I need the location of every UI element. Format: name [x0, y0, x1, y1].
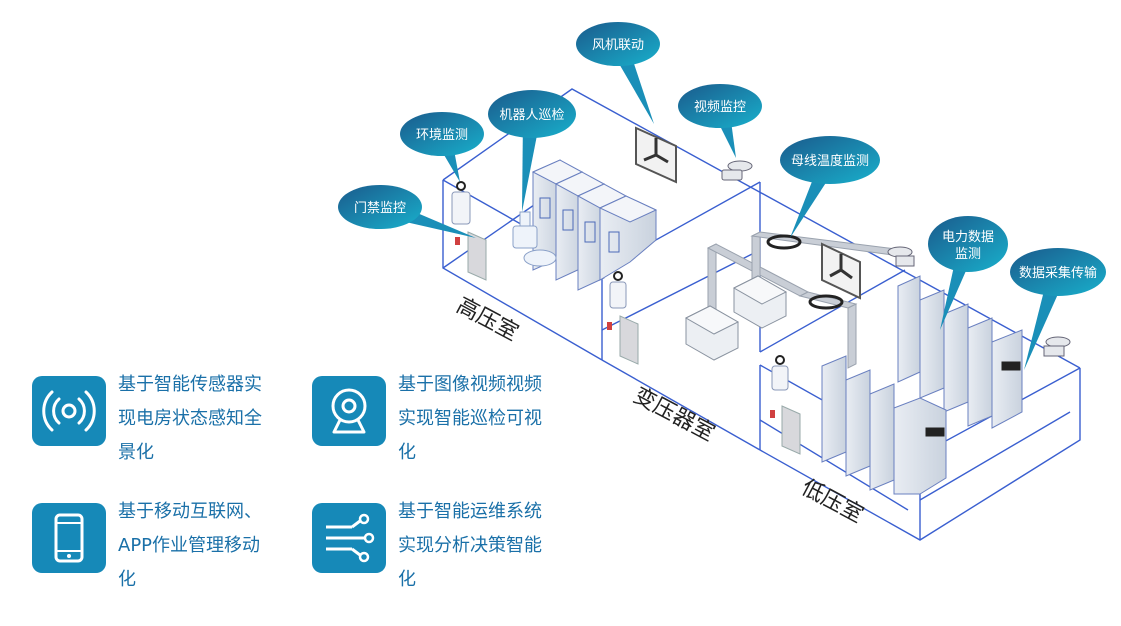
callout-fan-linkage: 风机联动 [576, 22, 660, 124]
callout-label: 机器人巡检 [499, 108, 564, 123]
hv-cabinet [598, 195, 658, 281]
lv-cabinet-row-front [821, 355, 947, 495]
lv-room-equipment [770, 355, 801, 455]
feature-icon-box [32, 376, 106, 446]
feature-text: 基于智能传感器实现电房状态感知全景化 [118, 374, 262, 463]
callout-bubble [338, 185, 422, 229]
callout-bubble [488, 90, 576, 138]
feature-text: 基于智能运维系统实现分析决策智能化 [398, 501, 542, 590]
hv-cabinet [576, 183, 628, 291]
callout-label: 门禁监控 [354, 201, 406, 216]
callout-label: 风机联动 [592, 38, 644, 53]
lv-cabinet-row-back [897, 275, 1023, 429]
feature-smart-ops: 基于智能运维系统实现分析决策智能化 [312, 501, 572, 593]
env-sensor [451, 181, 471, 225]
feature-icon-box [32, 503, 106, 573]
callout-label: 电力数据监测 [942, 230, 994, 262]
callout-access-control: 门禁监控 [338, 185, 476, 238]
feature-icon-box [312, 376, 386, 446]
feature-mobile-app: 基于移动互联网、APP作业管理移动化 [32, 501, 292, 593]
feature-icon-box [312, 503, 386, 573]
callout-busbar-temp: 母线温度监测 [780, 136, 880, 238]
callout-bubble [576, 22, 660, 66]
feature-text: 基于移动互联网、APP作业管理移动化 [118, 501, 262, 590]
callout-video-monitor: 视频监控 [678, 84, 762, 158]
camera-icon [331, 388, 367, 434]
callout-bubble [928, 216, 1008, 272]
callout-robot-patrol: 机器人巡检 [488, 90, 576, 212]
mobile-icon [54, 513, 84, 563]
hv-cabinets [531, 159, 658, 291]
callout-bubble [780, 136, 880, 184]
callout-label: 数据采集传输 [1019, 265, 1097, 281]
callout-data-transfer: 数据采集传输 [1010, 248, 1106, 370]
callout-power-data: 电力数据监测 [928, 216, 1008, 330]
circuit-icon [326, 513, 375, 563]
lv-cabinets [821, 275, 1071, 495]
room-label-transformer: 变压器室 [629, 383, 718, 446]
transformer-room-equipment [607, 231, 915, 369]
hv-door [455, 231, 487, 281]
wall-camera [721, 160, 753, 181]
feature-sensor-awareness: 基于智能传感器实现电房状态感知全景化 [32, 374, 292, 466]
signal-icon [42, 390, 96, 432]
feature-text: 基于图像视频视频实现智能巡检可视化 [398, 374, 542, 463]
callout-label: 视频监控 [694, 100, 746, 115]
callout-label: 母线温度监测 [791, 153, 869, 169]
callout-bubble [1010, 248, 1106, 296]
callout-bubble [400, 112, 484, 156]
room-label-low-voltage: 低压室 [797, 475, 867, 528]
callout-env-monitor: 环境监测 [400, 112, 484, 182]
patrol-robot [512, 211, 557, 267]
callout-bubble [678, 84, 762, 128]
callout-label: 环境监测 [416, 128, 468, 143]
exhaust-fan [635, 126, 677, 184]
feature-video-patrol: 基于图像视频视频实现智能巡检可视化 [312, 374, 572, 466]
room-label-high-voltage: 高压室 [452, 293, 522, 346]
